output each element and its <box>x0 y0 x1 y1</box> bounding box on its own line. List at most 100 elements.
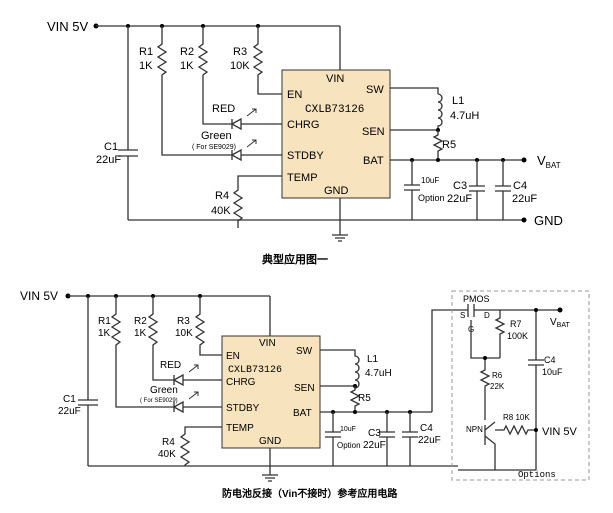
junction <box>436 158 440 162</box>
pin-vin-2: VIN <box>259 338 276 349</box>
cap-option-note-2: Option <box>337 441 361 450</box>
junction <box>534 308 538 312</box>
pmos-label: PMOS <box>463 294 490 304</box>
led-arrow <box>188 391 199 400</box>
c4-symbol-2 <box>402 412 418 466</box>
green-label: Green <box>201 130 232 142</box>
options-vin-label: VIN 5V <box>542 426 578 438</box>
c4-option-value: 10uF <box>542 367 563 377</box>
r1-value-2: 1K <box>98 328 111 339</box>
r3-value-2: 10K <box>175 328 193 339</box>
pin-stdby: STDBY <box>287 150 324 162</box>
sw-wire <box>390 87 439 94</box>
c1-value-2: 22uF <box>58 406 81 417</box>
junction <box>483 356 487 360</box>
l1-label-2: L1 <box>367 354 379 365</box>
pin-vin: VIN <box>326 73 344 85</box>
diagram-2: VIN 5V CXLB73126 VIN EN CHRG STDBY TEMP … <box>20 289 590 500</box>
r6-resistor <box>479 358 491 410</box>
inductor-l1-2 <box>320 349 360 389</box>
vbat-sub: BAT <box>546 161 561 170</box>
c1-label: C1 <box>104 141 118 153</box>
r1-label: R1 <box>139 46 153 58</box>
r3-label-2: R3 <box>177 316 190 327</box>
cap-option-value-2: 10uF <box>340 426 356 433</box>
red-label: RED <box>212 103 235 115</box>
c4-symbol <box>495 160 511 220</box>
c3-symbol <box>469 160 485 220</box>
pin-bat: BAT <box>363 155 384 167</box>
ground-symbol-2 <box>262 448 278 482</box>
led-arrow <box>188 364 199 373</box>
pin-stdby-2: STDBY <box>226 403 260 414</box>
pin-temp-2: TEMP <box>226 423 254 434</box>
pin-sen-2: SEN <box>294 383 315 394</box>
gnd-label: GND <box>534 213 563 228</box>
r5-label: R5 <box>442 139 456 151</box>
r7-label: R7 <box>510 319 522 329</box>
led-red-2 <box>172 373 222 387</box>
led-arrow <box>246 108 257 117</box>
r2-resistor <box>197 26 232 125</box>
r3-resistor-2 <box>194 296 222 356</box>
junction <box>534 428 538 432</box>
green-note-2: ( For SE9029) <box>140 398 178 404</box>
pin-chrg-2: CHRG <box>226 377 256 388</box>
r4-label-2: R4 <box>162 437 175 448</box>
vbat-terminal-2 <box>557 307 563 313</box>
r8-resistor <box>495 424 536 436</box>
r3-value: 10K <box>230 60 250 72</box>
green-note: ( For SE9029) <box>192 144 236 151</box>
r2-value-2: 1K <box>134 328 147 339</box>
r3-resistor <box>252 26 282 95</box>
r8-label: R8 10K <box>503 413 530 422</box>
options-border <box>451 290 590 481</box>
c4-label: C4 <box>513 180 527 192</box>
pin-sen: SEN <box>362 126 385 138</box>
r4-value: 40K <box>211 205 231 217</box>
chip-name-2: CXLB73126 <box>228 365 282 376</box>
inductor-l1 <box>437 93 443 130</box>
r7-resistor <box>494 310 506 358</box>
chip-name: CXLB73126 <box>305 104 364 116</box>
pin-en-2: EN <box>226 351 240 362</box>
bat-to-options <box>431 309 458 412</box>
c1-value: 22uF <box>96 154 121 166</box>
r2-resistor-2 <box>147 296 174 381</box>
pmos-d: D <box>484 311 490 320</box>
pin-gnd-2: GND <box>259 436 281 447</box>
c1-symbol-2 <box>78 296 98 466</box>
npn-transistor <box>484 410 496 470</box>
r6-value: 22K <box>490 382 505 391</box>
r6-label: R6 <box>492 371 503 380</box>
r1-resistor <box>156 26 232 156</box>
gate-wire <box>470 320 500 359</box>
vbat-main: V <box>537 153 546 168</box>
r7-value: 100K <box>507 331 528 341</box>
options-title: Options <box>518 470 556 480</box>
pin-en: EN <box>287 89 302 101</box>
pin-chrg: CHRG <box>287 119 319 131</box>
gnd-terminal <box>521 217 527 223</box>
vbat-terminal <box>521 157 527 163</box>
r5-resistor-2 <box>349 386 361 412</box>
r5-resistor <box>432 130 444 160</box>
vin-label-2: VIN 5V <box>20 289 58 303</box>
r2-label: R2 <box>180 46 194 58</box>
l1-value-2: 4.7uH <box>365 368 392 379</box>
chip-body-2 <box>221 335 321 449</box>
caption-2: 防电池反接（Vin不接时）参考应用电路 <box>222 487 398 500</box>
l1-value: 4.7uH <box>450 110 479 122</box>
c4-value-2: 22uF <box>418 435 441 446</box>
r3-label: R3 <box>233 46 247 58</box>
vbat-label: VBAT <box>537 153 561 170</box>
cap-option <box>404 160 420 220</box>
pmos-symbol <box>458 304 490 317</box>
r4-label: R4 <box>215 190 229 202</box>
pmos-s: S <box>460 311 465 320</box>
r4-value-2: 40K <box>158 449 176 460</box>
vbat-main-2: V <box>550 317 557 328</box>
vbat-label-2: VBAT <box>550 317 570 329</box>
c4-option-label: C4 <box>544 355 556 365</box>
